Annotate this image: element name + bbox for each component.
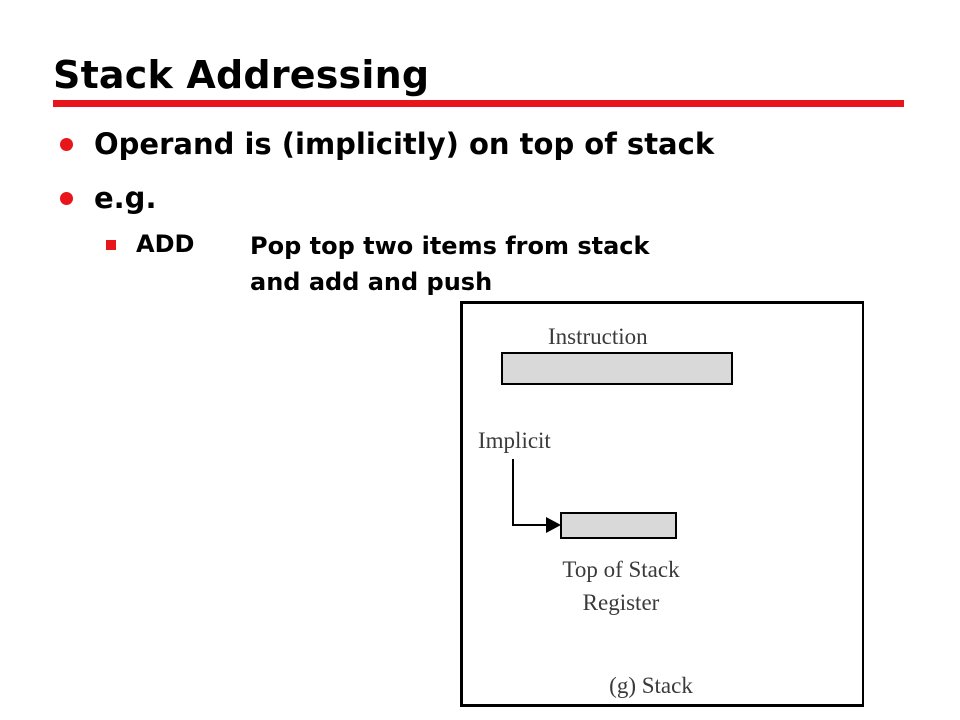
register-label-line1: Top of Stack bbox=[562, 557, 680, 582]
sub-bullet-label: ADD bbox=[136, 230, 195, 258]
slide-title: Stack Addressing bbox=[53, 53, 430, 97]
bullet-dot-icon bbox=[60, 137, 73, 151]
bullet-text: e.g. bbox=[94, 181, 157, 215]
arrow-head-icon bbox=[546, 517, 561, 533]
bullet-item: e.g. bbox=[60, 180, 156, 216]
sub-bullet-description-line: and add and push bbox=[250, 268, 493, 296]
implicit-arrow-line bbox=[512, 459, 548, 526]
sub-bullet-description-line: Pop top two items from stack bbox=[250, 232, 650, 260]
bullet-item: Operand is (implicitly) on top of stack bbox=[60, 126, 714, 162]
sub-bullet-square-icon bbox=[106, 240, 116, 250]
bullet-dot-icon bbox=[60, 191, 73, 205]
sub-bullet-description: Pop top two items from stack and add and… bbox=[250, 228, 650, 300]
stack-addressing-diagram: Instruction Implicit Top of Stack Regist… bbox=[460, 301, 864, 707]
instruction-label: Instruction bbox=[548, 324, 648, 349]
diagram-canvas: Instruction Implicit Top of Stack Regist… bbox=[478, 324, 733, 698]
stack-register-box bbox=[560, 512, 677, 539]
figure-caption: (g) Stack bbox=[609, 673, 693, 698]
register-label-line2: Register bbox=[583, 590, 660, 615]
instruction-box bbox=[501, 352, 733, 385]
implicit-label: Implicit bbox=[478, 428, 551, 453]
bullet-text: Operand is (implicitly) on top of stack bbox=[94, 127, 715, 161]
title-underline bbox=[53, 100, 904, 107]
